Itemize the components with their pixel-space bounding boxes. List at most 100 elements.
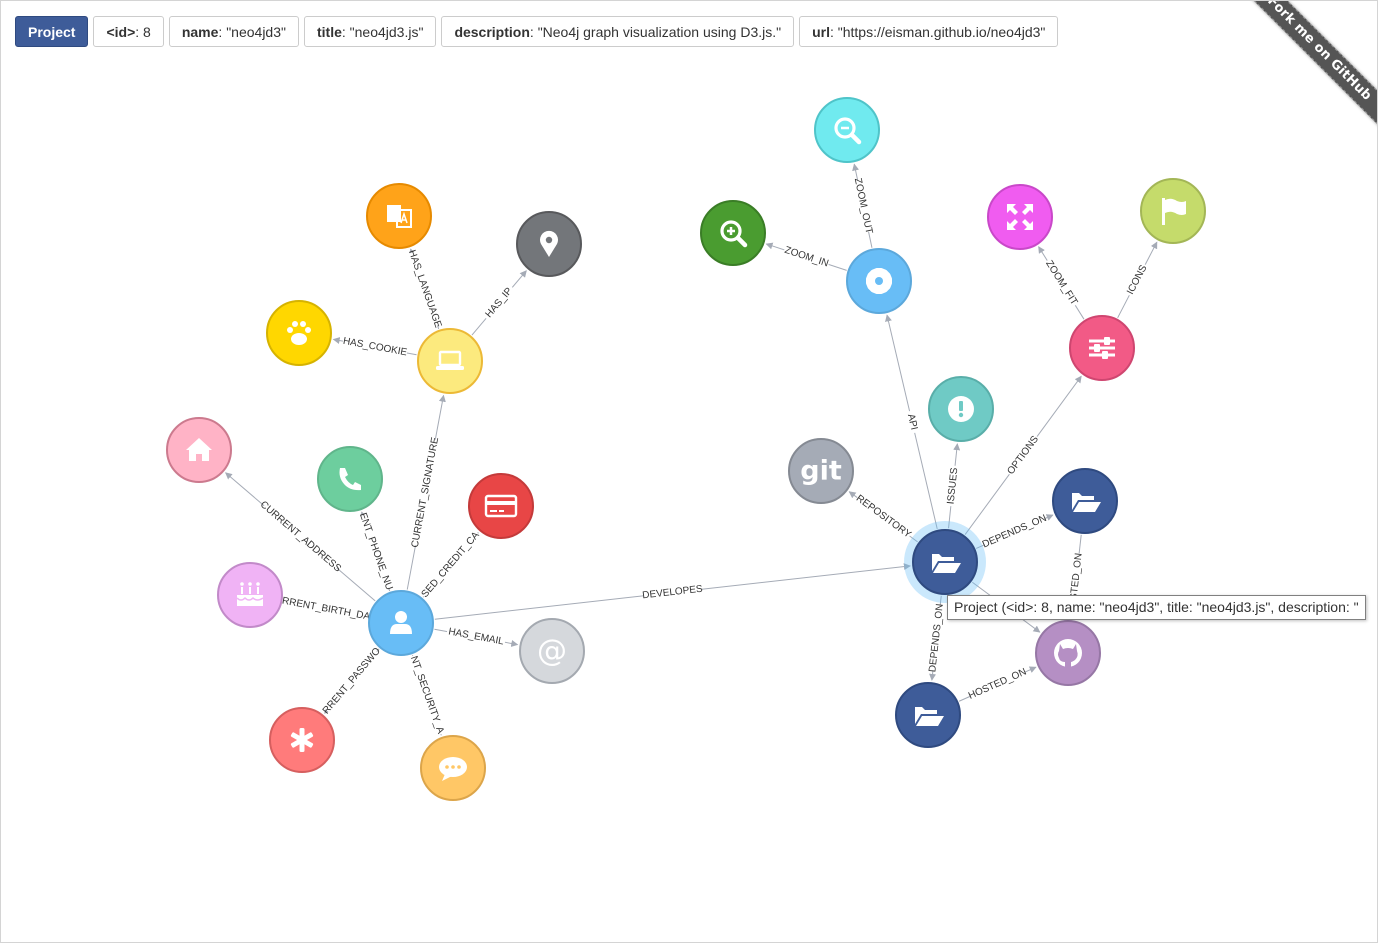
fork-me-ribbon[interactable]: Fork me on GitHub <box>1232 1 1377 136</box>
relationship-label-background <box>903 409 921 435</box>
node-circle[interactable] <box>895 682 961 748</box>
relationship-label-group: ZOOM_FIT <box>1042 257 1081 309</box>
node-zoomin[interactable] <box>700 200 766 266</box>
relationship-label-group: ZOOM_IN <box>782 244 831 271</box>
node-dep2[interactable] <box>895 682 961 748</box>
relationship-label-group: DEVELOPES <box>642 583 704 602</box>
property-key: title <box>316 23 342 40</box>
node-location[interactable] <box>516 211 582 277</box>
node-zoomout[interactable] <box>814 97 880 163</box>
property-chip-url[interactable]: url: "https://eisman.github.io/neo4jd3" <box>799 16 1059 47</box>
relationship-label-background <box>927 605 947 671</box>
property-chip-title[interactable]: title: "neo4jd3.js" <box>303 16 437 47</box>
node-circle[interactable] <box>788 438 854 504</box>
relationship-label-group: CURRENT_SIGNATURE <box>409 436 442 549</box>
node-circle[interactable] <box>987 184 1053 250</box>
relationship-label: API <box>905 413 919 431</box>
relationship-label-background <box>322 647 382 715</box>
property-key: description <box>454 23 530 40</box>
node-circle[interactable] <box>317 446 383 512</box>
node-github[interactable] <box>1035 620 1101 686</box>
node-circle[interactable] <box>912 529 978 595</box>
node-circle[interactable] <box>417 328 483 394</box>
relationship-label: REPOSITORY <box>854 493 913 541</box>
node-circle[interactable] <box>468 473 534 539</box>
comment-icon <box>439 757 467 781</box>
node-comment[interactable] <box>420 735 486 801</box>
node-home[interactable] <box>166 417 232 483</box>
node-email[interactable]: @ <box>519 618 585 684</box>
relationship-label-background <box>409 438 442 547</box>
node-laptop[interactable] <box>417 328 483 394</box>
property-chip-name[interactable]: name: "neo4jd3" <box>168 16 299 47</box>
relationship-label-background <box>1004 433 1042 478</box>
relationship-label: SED_CREDIT_CA <box>420 530 482 600</box>
zoom-in-icon <box>720 220 748 248</box>
property-chip-description[interactable]: description: "Neo4j graph visualization … <box>441 16 795 47</box>
credit-card-icon <box>484 494 518 518</box>
property-key: url <box>812 23 830 40</box>
node-phone[interactable] <box>317 446 383 512</box>
node-project[interactable] <box>904 521 986 603</box>
node-cake[interactable] <box>217 562 283 628</box>
relationship-label: ISSUES <box>946 467 961 505</box>
property-value: "neo4jd3.js" <box>349 23 424 40</box>
relationship-label-background <box>944 465 962 507</box>
relationship-label: DEPENDS_ON <box>981 513 1049 551</box>
node-issues[interactable] <box>928 376 994 442</box>
relationship-label-group: REPOSITORY <box>853 492 914 541</box>
language-icon <box>387 205 412 228</box>
relationship-label-background <box>407 653 447 737</box>
relationship-label: RRENT_PASSWO <box>321 646 383 717</box>
node-language[interactable] <box>366 183 432 249</box>
relationship-label: DEPENDS_ON <box>927 603 946 673</box>
flag-icon <box>1162 198 1186 225</box>
node-user[interactable] <box>368 590 434 656</box>
relationship-label-background <box>445 625 507 649</box>
relationship-label: ZOOM_FIT <box>1043 259 1079 308</box>
node-options[interactable] <box>1069 315 1135 381</box>
node-asterisk[interactable] <box>269 707 335 773</box>
folder-open-icon <box>1072 493 1101 512</box>
node-dep1[interactable] <box>1052 468 1118 534</box>
relationship-label-background <box>1067 552 1086 601</box>
property-value: "neo4jd3" <box>226 23 286 40</box>
relationship-label-background <box>642 583 703 602</box>
property-value: "Neo4j graph visualization using D3.js." <box>537 23 782 40</box>
node-circle[interactable] <box>814 97 880 163</box>
relationship-label-background <box>1042 257 1081 309</box>
relationship-label-background <box>968 666 1027 702</box>
relationship-label-background <box>853 492 914 541</box>
node-api[interactable] <box>846 248 912 314</box>
expand-arrow <box>1007 204 1018 215</box>
relationship-label: ZOOM_IN <box>783 245 830 270</box>
node-circle[interactable] <box>1052 468 1118 534</box>
property-chip-id[interactable]: <id>: 8 <box>93 16 164 47</box>
relationship-label-group: HOSTED_ON <box>967 666 1028 702</box>
node-class-chip[interactable]: Project <box>15 16 89 47</box>
relationship-label-group: API <box>903 409 921 435</box>
node-circle[interactable] <box>700 200 766 266</box>
github-icon <box>1054 639 1082 667</box>
node-zoomfit[interactable] <box>987 184 1053 250</box>
node-icons[interactable] <box>1140 178 1206 244</box>
relationship-label-group: ICONS <box>1124 261 1151 299</box>
relationship-label-group: STED_ON <box>1067 552 1086 601</box>
expand-icon <box>1007 204 1033 230</box>
sliders-icon <box>1089 337 1115 359</box>
folder-open-icon <box>932 554 961 573</box>
property-key: name <box>181 23 219 40</box>
user-icon <box>390 611 412 634</box>
relationship-label-group: HAS_LANGUAGE <box>406 249 444 330</box>
node-git[interactable]: git <box>788 438 854 504</box>
git-icon: git <box>800 456 842 487</box>
relationship-label: HAS_COOKIE <box>342 336 408 359</box>
node-circle[interactable] <box>519 618 585 684</box>
relationship-label: NT_SECURITY_A <box>408 655 446 736</box>
info-panel: Project <id>: 8 name: "neo4jd3" title: "… <box>15 16 1059 47</box>
relationship-label-background <box>406 250 444 328</box>
node-card[interactable] <box>468 473 534 539</box>
node-paw[interactable] <box>266 300 332 366</box>
